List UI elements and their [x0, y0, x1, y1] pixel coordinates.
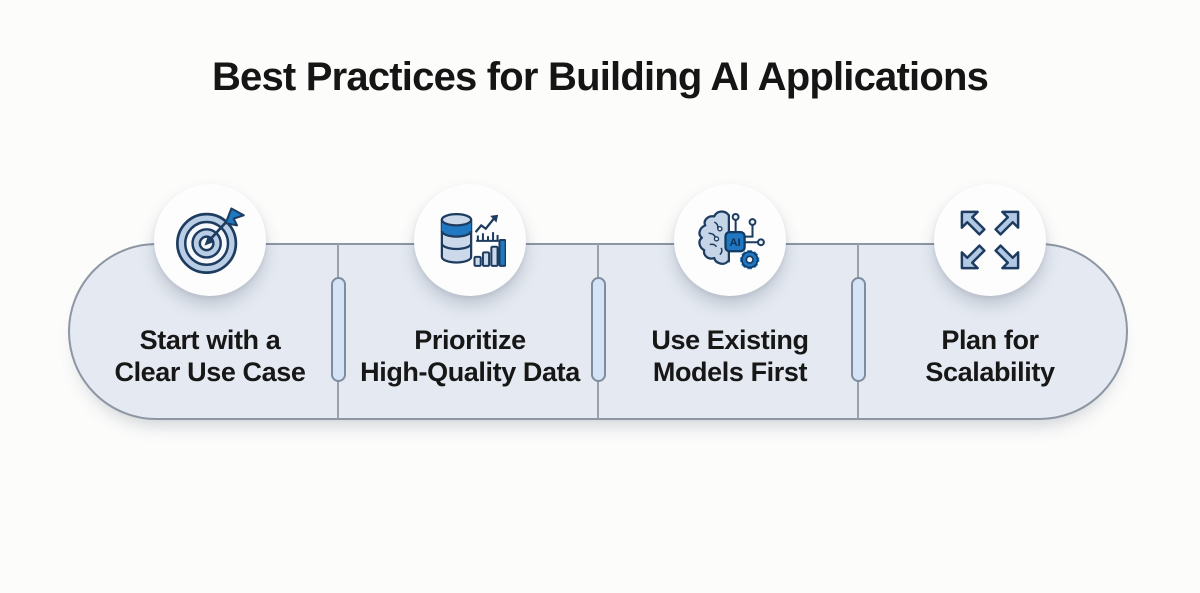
step-4-label: Plan for Scalability — [850, 324, 1130, 388]
step-2-label-line2: High-Quality Data — [360, 357, 580, 387]
step-3-label-line1: Use Existing — [651, 325, 809, 355]
step-3-label-line2: Models First — [652, 357, 808, 387]
divider-capsule-1 — [331, 277, 346, 382]
step-1-label-line1: Start with a — [139, 325, 281, 355]
step-1-icon-circle — [154, 184, 266, 296]
expand-arrows-icon — [960, 210, 1020, 270]
target-icon — [176, 207, 245, 274]
step-1-label-line2: Clear Use Case — [114, 357, 306, 387]
step-4-label-line1: Plan for — [941, 325, 1039, 355]
step-1-label: Start with a Clear Use Case — [70, 324, 350, 388]
divider-capsule-3 — [851, 277, 866, 382]
page-title: Best Practices for Building AI Applicati… — [211, 55, 989, 99]
ai-chip-label: AI — [729, 237, 740, 249]
step-3-icon-circle: AI — [674, 184, 786, 296]
ai-brain-icon: AI — [698, 210, 765, 270]
step-2-label-line1: Prioritize — [414, 325, 526, 355]
step-2-icon-circle — [414, 184, 526, 296]
step-4-label-line2: Scalability — [925, 357, 1055, 387]
step-3-label: Use Existing Models First — [590, 324, 870, 388]
step-4-icon-circle — [934, 184, 1046, 296]
database-chart-icon — [440, 213, 506, 267]
divider-capsule-2 — [591, 277, 606, 382]
step-2-label: Prioritize High-Quality Data — [330, 324, 610, 388]
